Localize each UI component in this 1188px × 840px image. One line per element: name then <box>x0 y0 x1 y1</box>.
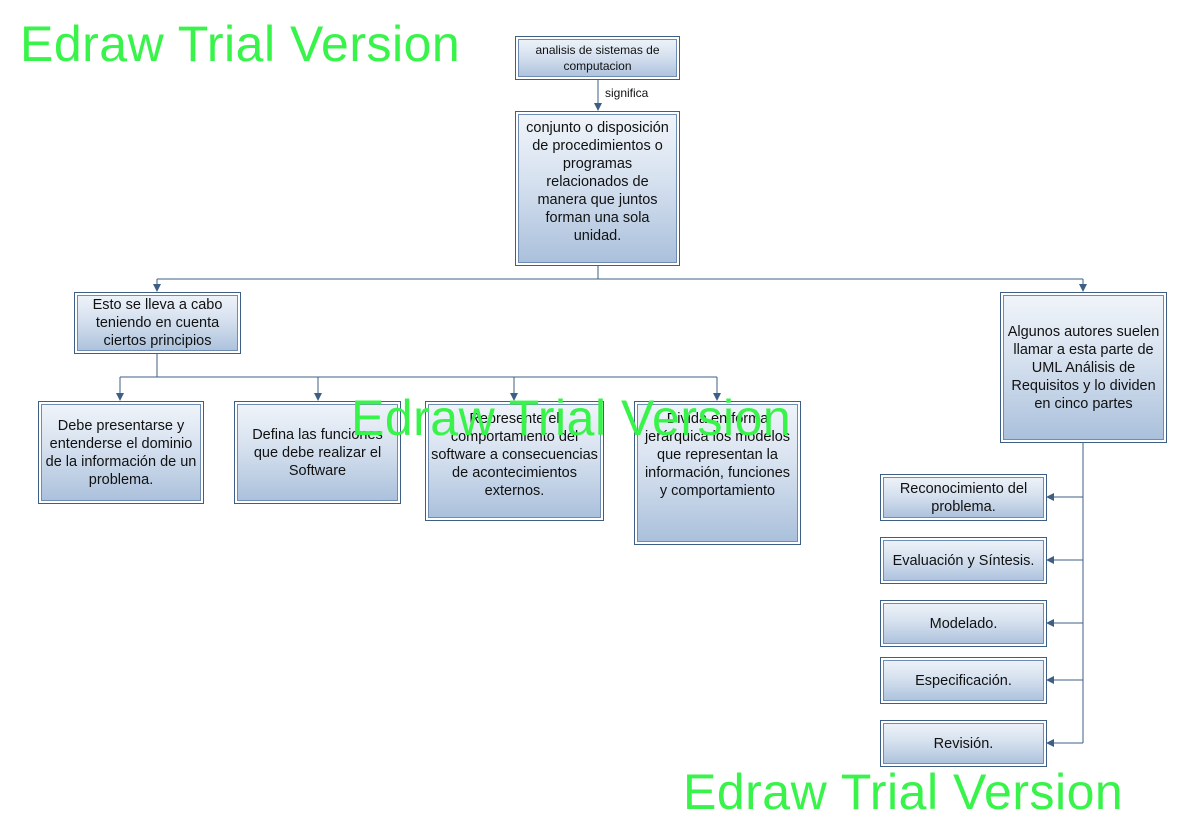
node-part-1-label: Reconocimiento del problema. <box>899 480 1028 515</box>
node-definition[interactable]: conjunto o disposición de procedimientos… <box>515 111 680 266</box>
node-part-4[interactable]: Especificación. <box>880 657 1047 704</box>
node-part-4-label: Especificación. <box>915 672 1012 689</box>
node-principles[interactable]: Esto se lleva a cabo teniendo en cuenta … <box>74 292 241 354</box>
node-principle-3-label: Represente el comportamiento del softwar… <box>431 411 598 499</box>
node-part-2-label: Evaluación y Síntesis. <box>892 552 1035 569</box>
node-principle-1[interactable]: Debe presentarse y entenderse el dominio… <box>38 401 204 504</box>
node-root-label: analisis de sistemas de computacion <box>535 43 660 73</box>
node-principle-3[interactable]: Represente el comportamiento del softwar… <box>425 401 604 521</box>
node-authors[interactable]: Algunos autores suelen llamar a esta par… <box>1000 292 1167 443</box>
node-root[interactable]: analisis de sistemas de computacion <box>515 36 680 80</box>
node-principle-4-label: Divida en forma jerárquica los modelos q… <box>644 411 791 499</box>
node-part-2[interactable]: Evaluación y Síntesis. <box>880 537 1047 584</box>
node-principle-1-label: Debe presentarse y entenderse el dominio… <box>45 417 197 488</box>
node-principle-2[interactable]: Defina las funciones que debe realizar e… <box>234 401 401 504</box>
node-authors-label: Algunos autores suelen llamar a esta par… <box>1007 323 1160 412</box>
watermark-center: Edraw Trial Version <box>351 390 792 446</box>
node-principle-4[interactable]: Divida en forma jerárquica los modelos q… <box>634 401 801 545</box>
node-part-3-label: Modelado. <box>929 615 998 632</box>
node-principle-2-label: Defina las funciones que debe realizar e… <box>252 426 383 479</box>
node-part-5[interactable]: Revisión. <box>880 720 1047 767</box>
node-definition-label: conjunto o disposición de procedimientos… <box>526 120 669 244</box>
edge-label-significa: significa <box>603 86 651 100</box>
node-part-3[interactable]: Modelado. <box>880 600 1047 647</box>
node-principles-label: Esto se lleva a cabo teniendo en cuenta … <box>92 297 223 349</box>
watermark-bottom-right: Edraw Trial Version <box>683 764 1124 820</box>
watermark-top-left: Edraw Trial Version <box>20 16 461 72</box>
node-part-1[interactable]: Reconocimiento del problema. <box>880 474 1047 521</box>
node-part-5-label: Revisión. <box>933 735 994 752</box>
